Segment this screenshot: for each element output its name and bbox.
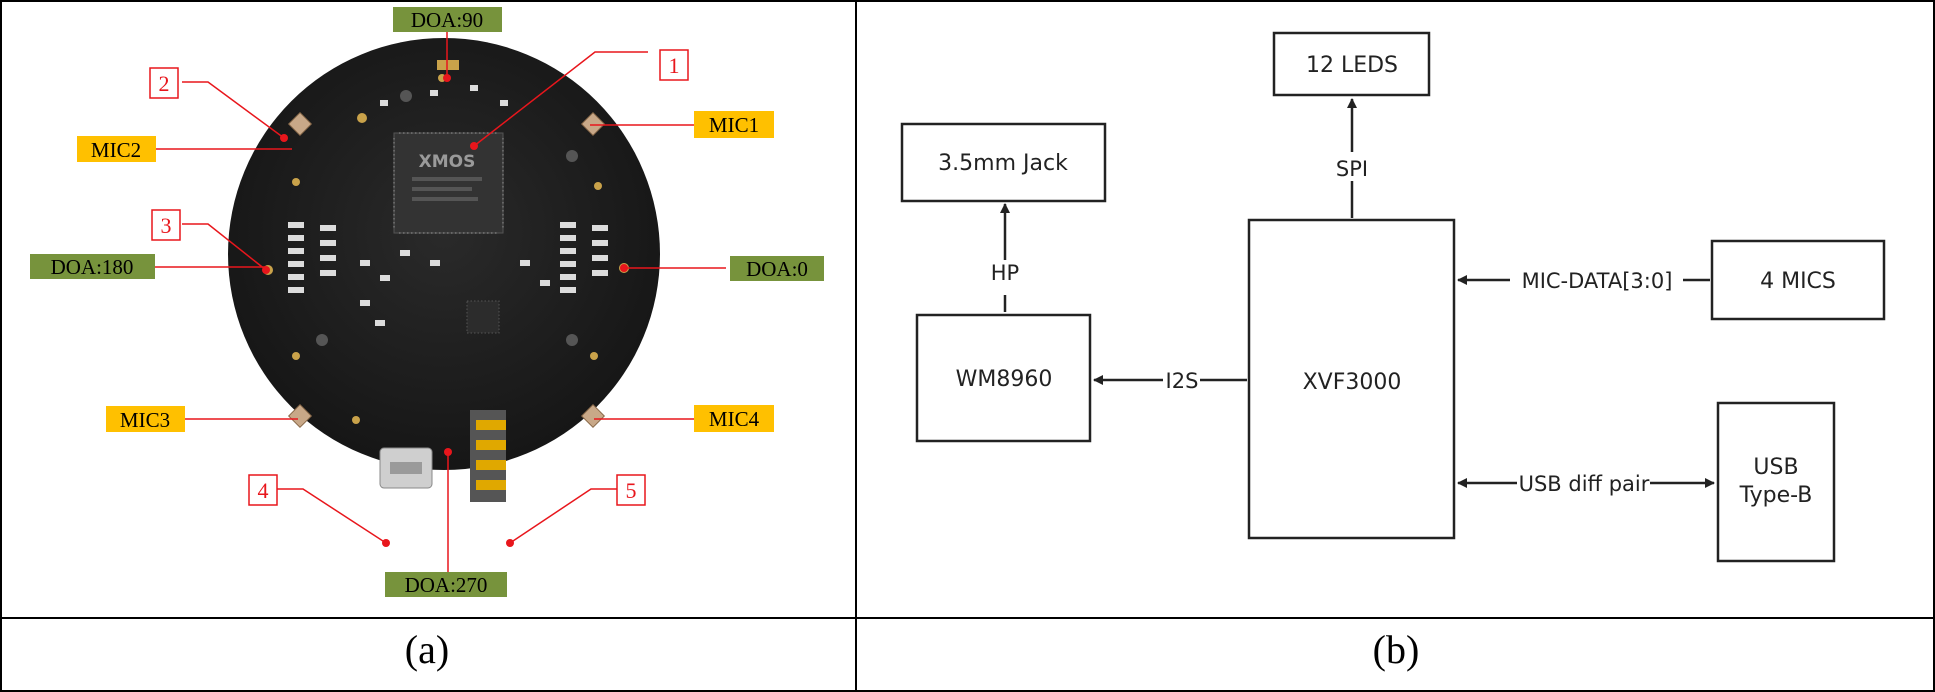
chip-logo-text: XMOS: [419, 152, 476, 172]
i2s-signal-label: I2S: [1166, 369, 1199, 393]
usb-block-label-line2: Type-B: [1739, 483, 1813, 508]
spi-signal-label: SPI: [1336, 157, 1368, 181]
doa270-tag: [385, 572, 507, 597]
mic2-tag: [77, 136, 156, 162]
small-chip: [466, 300, 500, 334]
mic1-pad: [580, 111, 606, 137]
panel-divider: [855, 0, 857, 692]
usb-block: [1716, 401, 1836, 563]
jack-block: [900, 122, 1107, 203]
callout-number-5: 5: [626, 478, 637, 503]
jack-block-label: 3.5mm Jack: [938, 151, 1068, 176]
codec-block: [915, 313, 1092, 443]
callout-box-5: [616, 474, 646, 506]
callout-number-4: 4: [258, 478, 269, 503]
mic2-pad: [287, 111, 313, 137]
doa90-label: DOA:90: [411, 8, 483, 32]
mic2-label: MIC2: [91, 138, 141, 162]
callout-lines: [155, 28, 726, 572]
callout-box-1: [659, 49, 689, 81]
mic3-pad: [287, 403, 313, 429]
top-connector: [437, 60, 459, 70]
mics-block: [1710, 239, 1886, 321]
pcb-board: [228, 38, 660, 470]
doa270-label: DOA:270: [405, 573, 488, 597]
leds-block: [1272, 31, 1431, 97]
callout-number-1: 1: [669, 53, 680, 78]
caption-divider: [0, 617, 1935, 619]
connections: [1000, 98, 1715, 488]
callout-box-3: [151, 209, 181, 241]
callout-number-3: 3: [161, 213, 172, 238]
mic4-label: MIC4: [709, 407, 760, 431]
mic1-label: MIC1: [709, 113, 759, 137]
mic4-pad: [580, 403, 606, 429]
doa-labels: DOA:90 DOA:180 DOA:0 DOA:270: [30, 7, 824, 597]
block-diagram: [900, 31, 1886, 563]
mic4-tag: [694, 405, 774, 432]
callout-box-2: [149, 67, 179, 99]
codec-block-label: WM8960: [956, 367, 1053, 392]
hp-signal-label: HP: [991, 261, 1019, 285]
callout-dots: [262, 74, 628, 547]
callout-boxes: 1 2 3 4 5: [149, 49, 689, 506]
leds-block-label: 12 LEDS: [1306, 53, 1398, 78]
doa180-label: DOA:180: [51, 255, 134, 279]
mic-labels: MIC2 MIC1 MIC3 MIC4: [77, 111, 774, 432]
callout-number-2: 2: [159, 71, 170, 96]
mics-block-label: 4 MICS: [1760, 269, 1836, 294]
callout-box-4: [248, 474, 278, 506]
caption-a: (a): [404, 627, 450, 672]
mic1-tag: [694, 111, 774, 138]
doa0-tag: [730, 256, 824, 281]
dsp-block-label: XVF3000: [1303, 370, 1402, 395]
board-photo: XMOS: [228, 38, 660, 502]
xmos-chip: [393, 132, 504, 234]
usb-block-label-line1: USB: [1753, 455, 1798, 480]
caption-b: (b): [1372, 627, 1420, 672]
usb-diff-signal-label: USB diff pair: [1519, 472, 1650, 496]
doa0-label: DOA:0: [746, 257, 808, 281]
doa90-tag: [393, 7, 502, 32]
dsp-block: [1247, 218, 1456, 540]
mic3-tag: [106, 406, 185, 432]
mic-data-signal-label: MIC-DATA[3:0]: [1522, 269, 1673, 293]
mic3-label: MIC3: [120, 408, 170, 432]
doa180-tag: [30, 254, 155, 279]
